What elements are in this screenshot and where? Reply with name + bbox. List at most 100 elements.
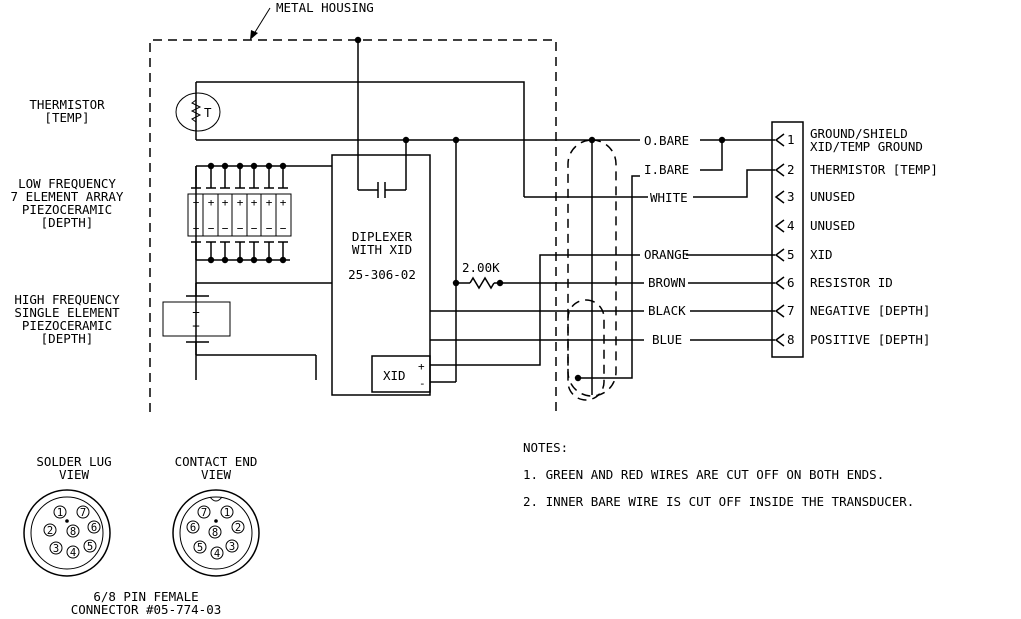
array-element: +− — [235, 162, 248, 264]
pin-label: THERMISTOR [TEMP] — [810, 162, 938, 177]
svg-text:−: − — [208, 222, 215, 235]
connector-pin: 5 — [83, 539, 97, 553]
pin-number: 8 — [787, 332, 795, 347]
connector-pin: 2 — [231, 520, 245, 534]
svg-text:2: 2 — [235, 522, 241, 534]
array-element: +− — [206, 162, 219, 264]
connector-pin: 7 — [197, 505, 211, 519]
svg-text:1: 1 — [224, 507, 230, 519]
wire-label: ORANGE — [644, 247, 689, 262]
thermistor: THERMISTOR [TEMP] T — [29, 81, 525, 197]
pin-label: NEGATIVE [DEPTH] — [810, 303, 930, 318]
xid-box-label: XID — [383, 368, 406, 383]
pin-number: 1 — [787, 132, 795, 147]
highfreq-line1: HIGH FREQUENCY — [14, 292, 120, 307]
svg-text:+: + — [208, 196, 215, 209]
notes-title: NOTES: — [523, 440, 568, 455]
connector-pin: 8 — [66, 524, 80, 538]
highfreq-line4: [DEPTH] — [41, 331, 94, 346]
connector-pin: 7 — [76, 505, 90, 519]
low-frequency-array: LOW FREQUENCY 7 ELEMENT ARRAY PIEZOCERAM… — [11, 162, 332, 380]
lowfreq-line4: [DEPTH] — [41, 215, 94, 230]
wire-label: O.BARE — [644, 133, 689, 148]
xid-box — [371, 355, 431, 393]
svg-text:7: 7 — [80, 507, 86, 519]
connector-pin: 3 — [225, 539, 239, 553]
wire-label: WHITE — [650, 190, 688, 205]
connector-pin: 5 — [193, 540, 207, 554]
array-element: +− — [278, 162, 288, 264]
svg-text:−: − — [237, 222, 244, 235]
wire-label: BLUE — [652, 332, 682, 347]
wire-label: BROWN — [648, 275, 686, 290]
svg-text:+: + — [280, 196, 287, 209]
svg-text:8: 8 — [212, 527, 218, 539]
metal-housing: METAL HOUSING — [149, 0, 557, 412]
pin-number: 6 — [787, 275, 795, 290]
housing-label: METAL HOUSING — [276, 0, 374, 15]
connector-pin: 6 — [186, 520, 200, 534]
pin-label: XID — [810, 247, 833, 262]
solder-view-line2: VIEW — [59, 467, 90, 482]
array-element: +− — [191, 166, 204, 260]
connector-pin: 8 — [208, 525, 222, 539]
svg-text:1: 1 — [57, 507, 63, 519]
wire-label: BLACK — [648, 303, 686, 318]
svg-text:−: − — [222, 222, 229, 235]
lowfreq-line3: PIEZOCERAMIC — [22, 202, 112, 217]
svg-text:−: − — [280, 222, 287, 235]
svg-text:3: 3 — [53, 543, 59, 555]
connector-pin: 3 — [49, 541, 63, 555]
array-element: +− — [264, 162, 277, 264]
pin-number: 7 — [787, 303, 795, 318]
diplexer: DIPLEXER WITH XID 25-306-02 XID + - — [331, 154, 431, 396]
wire-labels: O.BARE I.BARE WHITE ORANGE BROWN BLACK BLUE — [644, 133, 689, 347]
connector-caption-line2: CONNECTOR #05-774-03 — [71, 602, 222, 617]
connector-caption-line1: 6/8 PIN FEMALE — [93, 589, 198, 604]
connector-pin: 2 — [43, 523, 57, 537]
svg-text:+: + — [251, 196, 258, 209]
high-frequency-element: HIGH FREQUENCY SINGLE ELEMENT PIEZOCERAM… — [14, 282, 332, 380]
svg-text:+: + — [266, 196, 273, 209]
svg-text:8: 8 — [70, 526, 76, 538]
resistor-value: 2.00K — [462, 260, 500, 275]
connector-pin: 6 — [87, 520, 101, 534]
svg-text:+: + — [222, 196, 229, 209]
connector-pin: 4 — [66, 545, 80, 559]
svg-text:−: − — [192, 318, 200, 333]
thermistor-symbol — [175, 92, 221, 132]
pin-number: 3 — [787, 189, 795, 204]
note-2: 2. INNER BARE WIRE IS CUT OFF INSIDE THE… — [523, 494, 914, 509]
connector-pin: 4 — [210, 546, 224, 560]
note-1: 1. GREEN AND RED WIRES ARE CUT OFF ON BO… — [523, 467, 884, 482]
contact-view-line1: CONTACT END — [175, 454, 258, 469]
diplexer-line2: WITH XID — [352, 242, 412, 257]
svg-text:3: 3 — [229, 541, 235, 553]
pin-label-sub: XID/TEMP GROUND — [810, 139, 923, 154]
highfreq-line3: PIEZOCERAMIC — [22, 318, 112, 333]
pin-label: GROUND/SHIELD — [810, 126, 908, 141]
svg-text:7: 7 — [201, 507, 207, 519]
thermistor-label-line1: THERMISTOR — [29, 97, 105, 112]
lowfreq-line2: 7 ELEMENT ARRAY — [11, 189, 124, 204]
contact-view-line2: VIEW — [201, 467, 232, 482]
thermistor-label-line2: [TEMP] — [44, 110, 89, 125]
lowfreq-line1: LOW FREQUENCY — [18, 176, 116, 191]
svg-text:4: 4 — [70, 547, 76, 559]
svg-text:−: − — [251, 222, 258, 235]
pin-number: 4 — [787, 218, 795, 233]
wire-label: I.BARE — [644, 162, 689, 177]
connector-pin: 1 — [53, 505, 67, 519]
xid-plus: + — [418, 360, 425, 373]
xid-minus: - — [419, 377, 426, 390]
